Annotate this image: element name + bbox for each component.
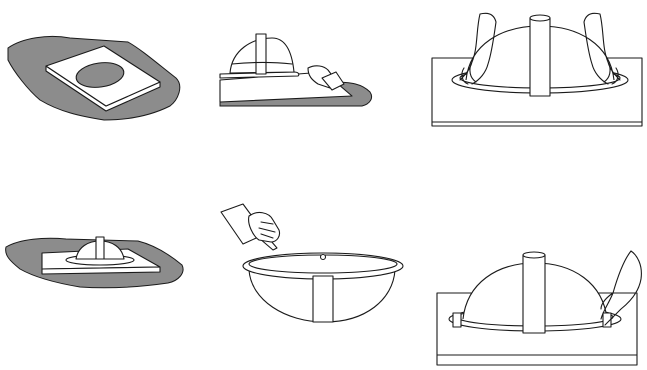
- step-5-panel: [215, 200, 415, 330]
- step-1-panel: [0, 20, 200, 130]
- mounting-clip-left: [453, 313, 461, 327]
- faucet-hole: [321, 255, 326, 260]
- step-2-panel: [212, 20, 412, 130]
- drain-tube-top: [530, 15, 550, 21]
- drain-tube-top: [523, 252, 545, 258]
- drain-tube: [313, 276, 333, 322]
- step-3-panel: [430, 0, 647, 135]
- drain-tube: [523, 255, 545, 333]
- step-6-panel: [435, 245, 647, 370]
- drain-tube: [256, 34, 266, 74]
- drain-tube: [96, 237, 104, 259]
- drain-tube: [530, 18, 550, 96]
- step-4-panel: [0, 225, 200, 295]
